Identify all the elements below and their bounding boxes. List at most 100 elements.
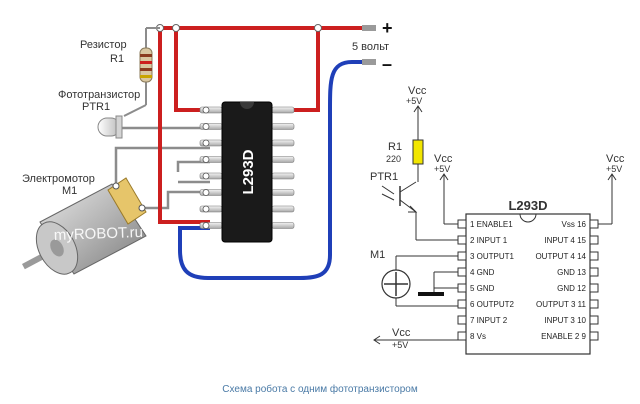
v5-label-vss: +5V xyxy=(606,164,622,174)
power-terminals xyxy=(156,24,376,65)
ic-pin-label-left: 5 GND xyxy=(470,284,495,293)
ic-pin-box-right xyxy=(589,283,599,293)
motor-m1-illustration: myROBOT.ru xyxy=(21,177,147,275)
schematic-diagram: Vcc +5V R1 220 PTR1 Vcc +5V xyxy=(370,85,625,355)
gray-wire-gnd-link xyxy=(176,160,210,184)
vcc-label-r1: Vcc xyxy=(408,85,427,97)
ic-pin-label-left: 3 OUTPUT1 xyxy=(470,252,515,261)
ic-pin-label-right: Vss 16 xyxy=(562,220,587,229)
phototransistor-ref: PTR1 xyxy=(82,101,110,113)
gray-wire-motor-top xyxy=(114,146,210,186)
motor-label: Электромотор xyxy=(22,173,95,185)
vcc-label-vss: Vcc xyxy=(606,153,625,165)
ic-pin-box-left xyxy=(457,299,467,309)
pin-socket xyxy=(202,189,210,196)
ic-pin-box-left xyxy=(457,267,467,277)
ic-right-pins: Vss 16 INPUT 4 15 OUTPUT 4 14 GND 13 GND 12 O… xyxy=(535,219,599,341)
ic-pin-box-right xyxy=(589,251,599,261)
ic-pin-label-right: GND 13 xyxy=(557,268,586,277)
gray-wire-motor-bottom xyxy=(142,190,210,210)
watermark-text: myROBOT.ru xyxy=(54,224,144,244)
vcc-label-enable1: Vcc xyxy=(434,153,453,165)
ic-pin-label-right: OUTPUT 4 14 xyxy=(535,252,586,261)
motor-ref: M1 xyxy=(62,185,77,197)
pin-socket xyxy=(202,123,210,130)
ic-pin-label-right: INPUT 4 15 xyxy=(544,236,586,245)
chip-pin-right xyxy=(271,106,295,114)
v5-label-r1: +5V xyxy=(406,96,422,106)
schematic-vcc-vss: Vcc +5V xyxy=(596,153,625,225)
chip-left-pins xyxy=(199,106,223,229)
pin-socket xyxy=(202,172,210,180)
chip-pin-right xyxy=(271,156,295,163)
chip-marking: L293D xyxy=(240,149,257,194)
chip-right-pins xyxy=(271,106,295,229)
ic-pin-label-right: OUTPUT 3 11 xyxy=(536,300,586,309)
r1-symbol xyxy=(412,139,424,165)
ic-pin-box-left xyxy=(457,331,467,341)
ic-pin-label-right: ENABLE 2 9 xyxy=(541,332,586,341)
chip-pin-right xyxy=(271,222,295,229)
schematic-motor-m1: M1 xyxy=(370,249,458,307)
plus-sign: + xyxy=(382,18,393,38)
ic-pin-label-right: GND 12 xyxy=(557,284,586,293)
minus-sign: – xyxy=(382,54,392,74)
ic-pin-label-left: 4 GND xyxy=(470,268,495,277)
ic-pin-label-left: 2 INPUT 1 xyxy=(470,236,508,245)
chip-pin-right xyxy=(271,172,295,180)
ic-left-pins: 1 ENABLE1 2 INPUT 1 3 OUTPUT1 4 GND 5 GND 6 O… xyxy=(457,219,515,341)
ic-pin-box-right xyxy=(589,267,599,277)
voltage-label: 5 вольт xyxy=(352,41,389,53)
ic-pin-label-left: 6 OUTPUT2 xyxy=(470,300,515,309)
m1-ref: M1 xyxy=(370,249,385,261)
phototransistor-label: Фототранзистор xyxy=(58,89,140,101)
v5-label-enable1: +5V xyxy=(434,164,450,174)
ic-pin-box-left xyxy=(457,283,467,293)
ic-pin-box-right xyxy=(589,331,599,341)
ic-title: L293D xyxy=(508,198,547,213)
r1-value: 220 xyxy=(386,154,401,164)
pin-socket xyxy=(202,205,210,213)
schematic-vcc-vs: Vcc +5V xyxy=(373,327,458,350)
ground-symbol xyxy=(418,292,444,296)
ic-pin-label-left: 1 ENABLE1 xyxy=(470,220,513,229)
ic-pin-box-left xyxy=(457,219,467,229)
blue-wire-negative xyxy=(178,60,368,280)
ic-pin-box-right xyxy=(589,219,599,229)
phototransistor-ptr1 xyxy=(97,115,123,139)
r1-ref: R1 xyxy=(388,141,402,153)
ic-pin-box-right xyxy=(589,315,599,325)
chip-pin-right xyxy=(271,123,295,130)
diagram-caption: Схема робота с одним фототранзистором xyxy=(222,383,418,395)
resistor-label: Резистор xyxy=(80,39,127,51)
red-wire-to-enable xyxy=(158,28,210,224)
schematic-ptr1: PTR1 xyxy=(370,171,458,241)
chip-l293d-illustration: L293D xyxy=(199,101,295,243)
ic-pin-box-left xyxy=(457,251,467,261)
ic-pin-label-left: 7 INPUT 2 xyxy=(470,316,508,325)
pin-socket xyxy=(202,156,210,163)
schematic-ic-l293d: L293D 1 ENABLE1 2 INPUT 1 3 OUTPUT1 4 GND 5 … xyxy=(457,198,599,355)
ic-pin-box-right xyxy=(589,299,599,309)
chip-pin-right xyxy=(271,205,295,213)
chip-pin-right xyxy=(271,139,295,147)
resistor-r1 xyxy=(123,27,160,117)
ic-pin-label-left: 8 Vs xyxy=(470,332,486,341)
ic-pin-box-left xyxy=(457,235,467,245)
pin-socket xyxy=(202,222,210,229)
schematic-ground xyxy=(418,271,458,296)
pin-socket xyxy=(202,106,210,114)
chip-pin-right xyxy=(271,189,295,196)
pin-socket xyxy=(202,139,210,147)
schematic-vcc-enable1: Vcc +5V xyxy=(434,153,458,225)
physical-wiring-illustration: myROBOT.ru L293D Резистор R1 Фототранзис… xyxy=(21,18,393,280)
ic-pin-box-right xyxy=(589,235,599,245)
v5-label-vs: +5V xyxy=(392,340,408,350)
red-wire-to-vss xyxy=(292,28,320,112)
ic-pin-label-right: INPUT 3 10 xyxy=(544,316,586,325)
schematic-vcc-r1: Vcc +5V R1 220 xyxy=(386,85,427,182)
red-wire-to-pin8 xyxy=(174,28,210,112)
resistor-ref: R1 xyxy=(110,53,124,65)
ptr1-ref: PTR1 xyxy=(370,171,398,183)
